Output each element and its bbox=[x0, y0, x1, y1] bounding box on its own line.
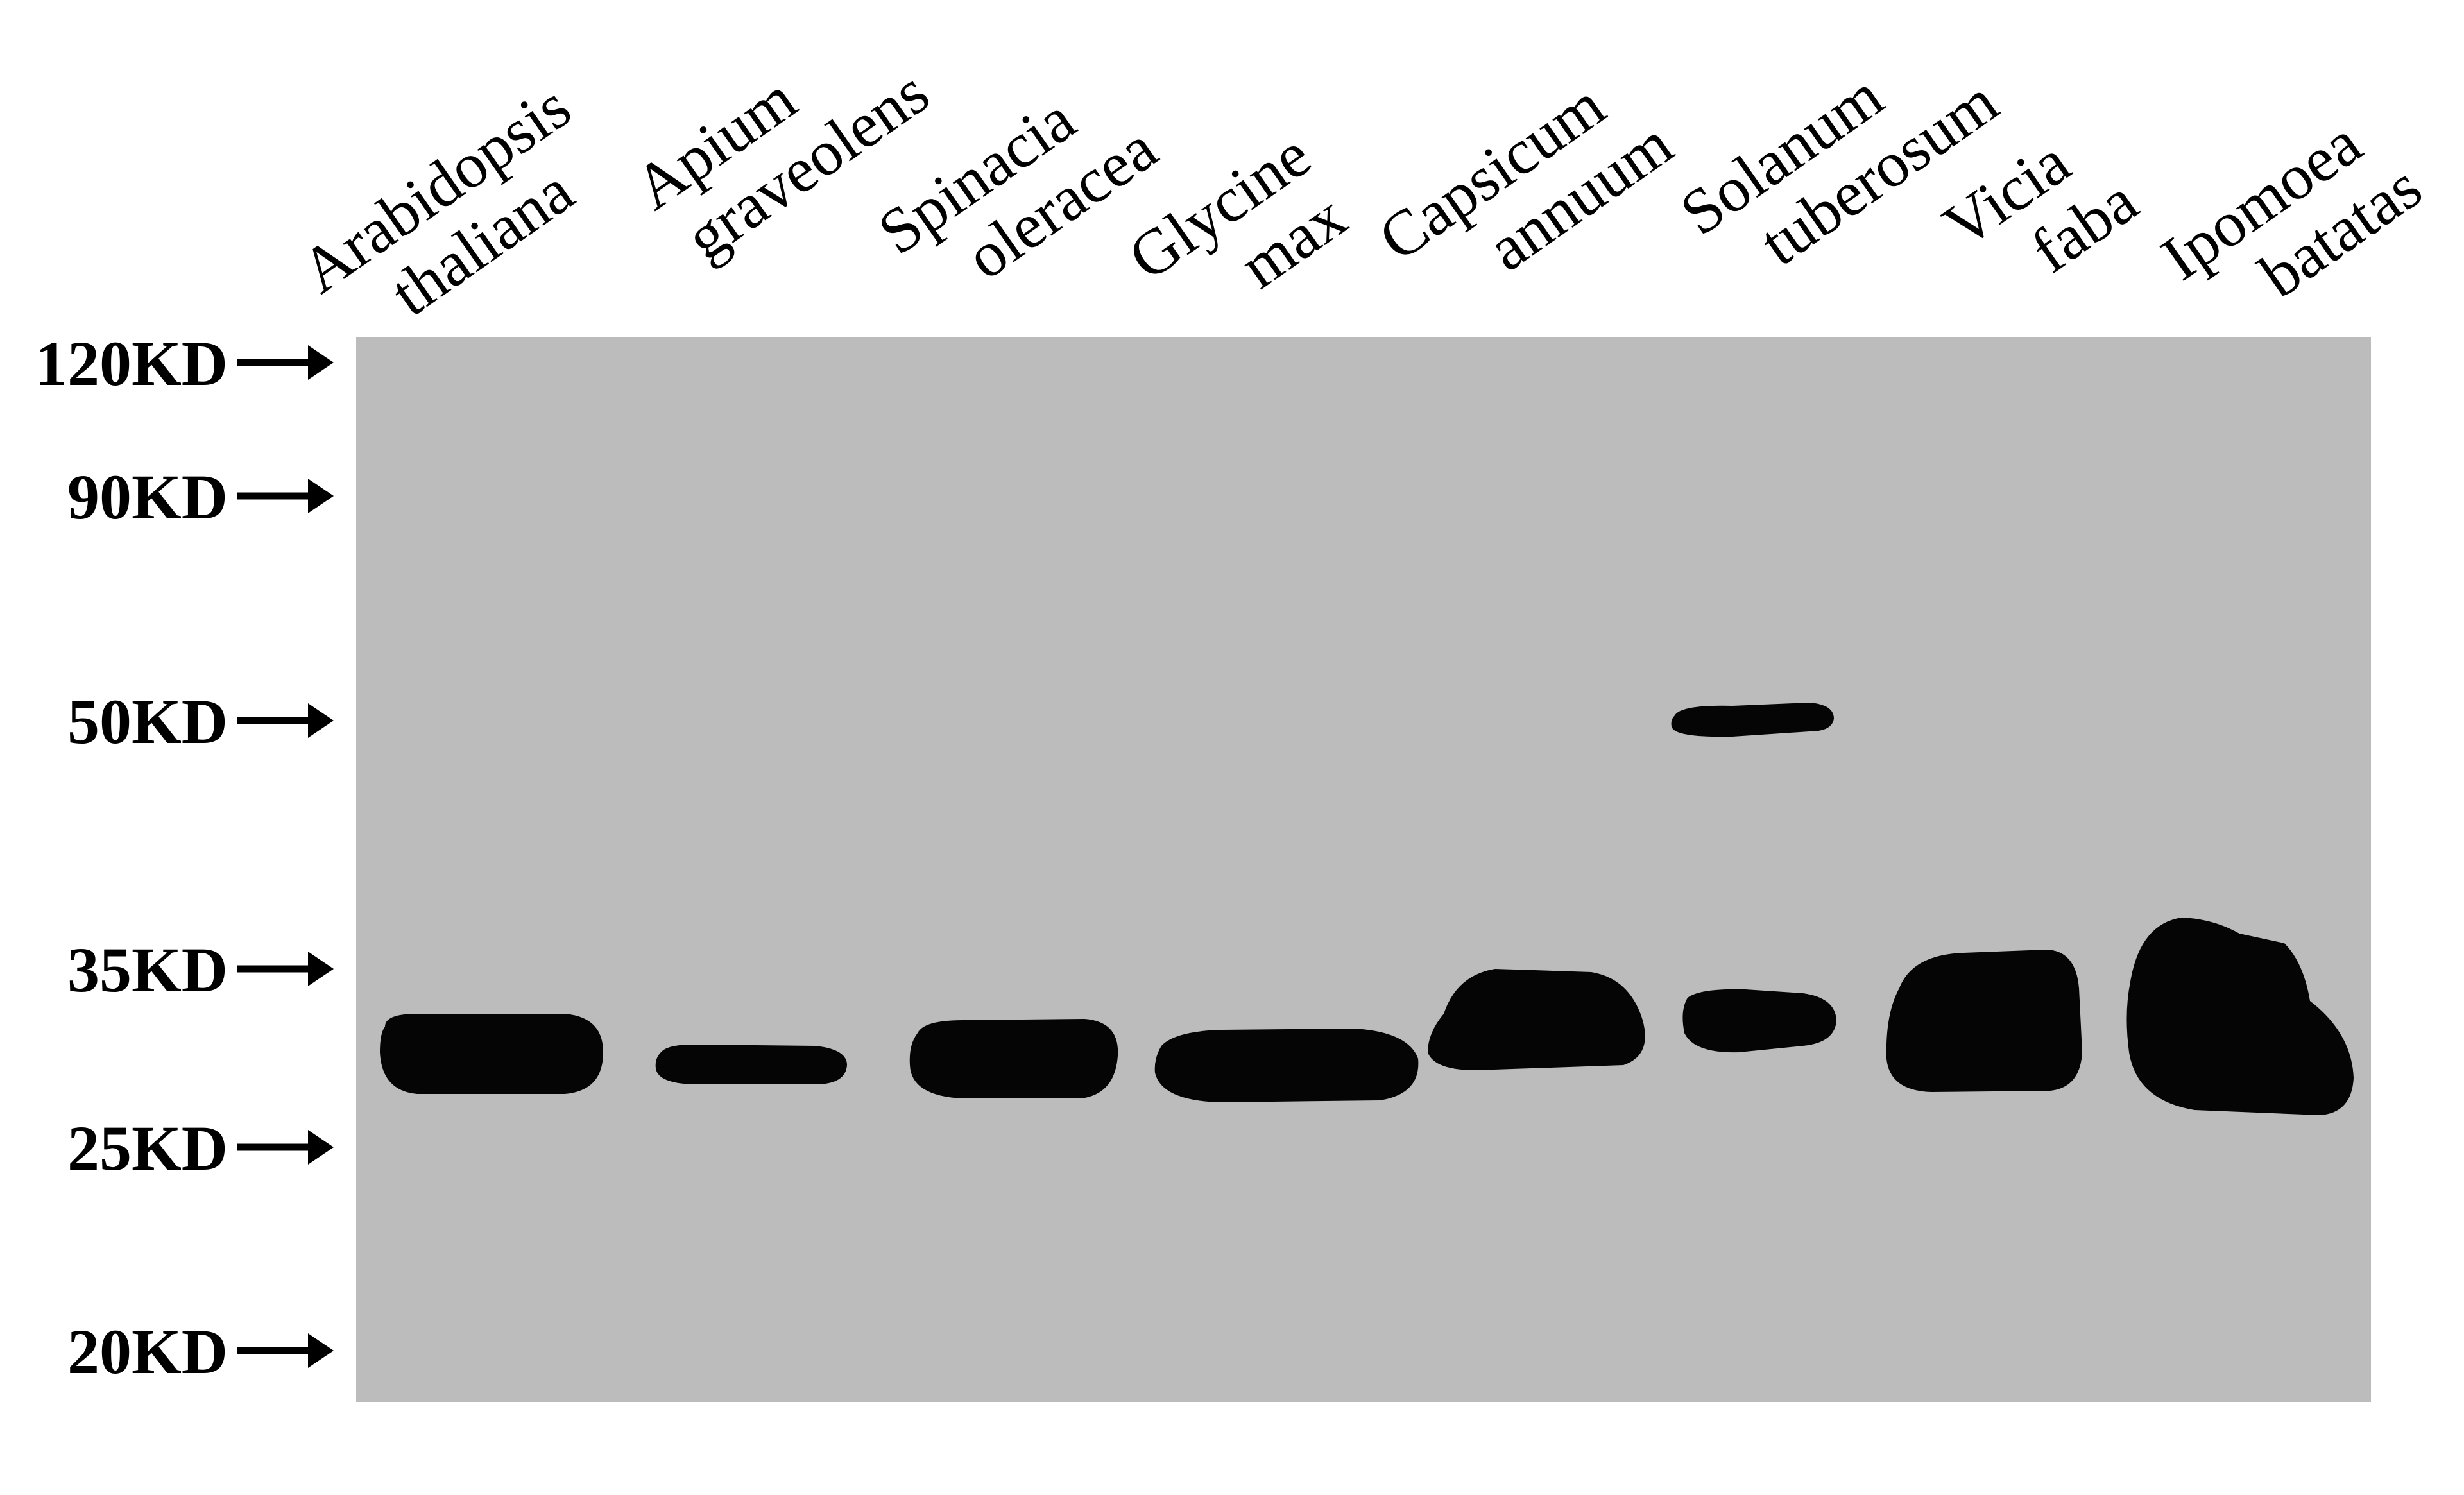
band-solanum-tuberosum bbox=[1682, 989, 1836, 1053]
band-vicia-faba bbox=[1886, 950, 2082, 1092]
lane-labels: Arabidopsis thaliana Apium graveolens Sp… bbox=[288, 8, 2434, 365]
marker-label-20kd: 20KD bbox=[67, 1316, 228, 1387]
lane-label-ipomoea-batatas: Ipomoea batatas bbox=[2149, 93, 2434, 352]
marker-arrowhead-icon bbox=[308, 1333, 334, 1368]
marker-35kd: 35KD bbox=[67, 934, 334, 1005]
marker-arrowhead-icon bbox=[308, 952, 334, 986]
lane-label-solanum-tuberosum: Solanum tuberosum bbox=[1668, 8, 2010, 307]
marker-50kd: 50KD bbox=[67, 686, 334, 757]
band-glycine-max bbox=[1154, 1029, 1419, 1102]
marker-arrowhead-icon bbox=[308, 1130, 334, 1165]
marker-25kd: 25KD bbox=[67, 1113, 334, 1184]
band-spinacia-oleracea bbox=[909, 1019, 1118, 1098]
marker-120kd: 120KD bbox=[35, 328, 334, 399]
bands bbox=[380, 703, 2354, 1115]
marker-20kd: 20KD bbox=[67, 1316, 334, 1387]
lane-label-capsicum-annuum: Capsicum annuum bbox=[1366, 50, 1685, 332]
marker-90kd: 90KD bbox=[67, 461, 334, 533]
marker-arrowhead-icon bbox=[308, 479, 334, 513]
marker-label-25kd: 25KD bbox=[67, 1113, 228, 1184]
marker-arrowhead-icon bbox=[308, 345, 334, 380]
band-apium-graveolens bbox=[655, 1045, 847, 1084]
molecular-weight-markers: 120KD 90KD 50KD 35KD 25KD 20KD bbox=[35, 328, 334, 1387]
marker-label-90kd: 90KD bbox=[67, 461, 228, 533]
band-ipomoea-batatas bbox=[2126, 918, 2354, 1115]
lane-label-glycine-max: Glycine max bbox=[1116, 110, 1377, 352]
band-capsicum-annuum bbox=[1428, 969, 1645, 1070]
band-solanum-tuberosum-50kd bbox=[1671, 703, 1834, 737]
lane-label-arabidopsis-thaliana: Arabidopsis thaliana bbox=[288, 62, 637, 365]
marker-label-35kd: 35KD bbox=[67, 934, 228, 1005]
marker-label-50kd: 50KD bbox=[67, 686, 228, 757]
marker-arrowhead-icon bbox=[308, 703, 334, 738]
band-arabidopsis-thaliana bbox=[380, 1014, 603, 1094]
marker-label-120kd: 120KD bbox=[35, 328, 228, 399]
blot-membrane bbox=[356, 337, 2371, 1402]
